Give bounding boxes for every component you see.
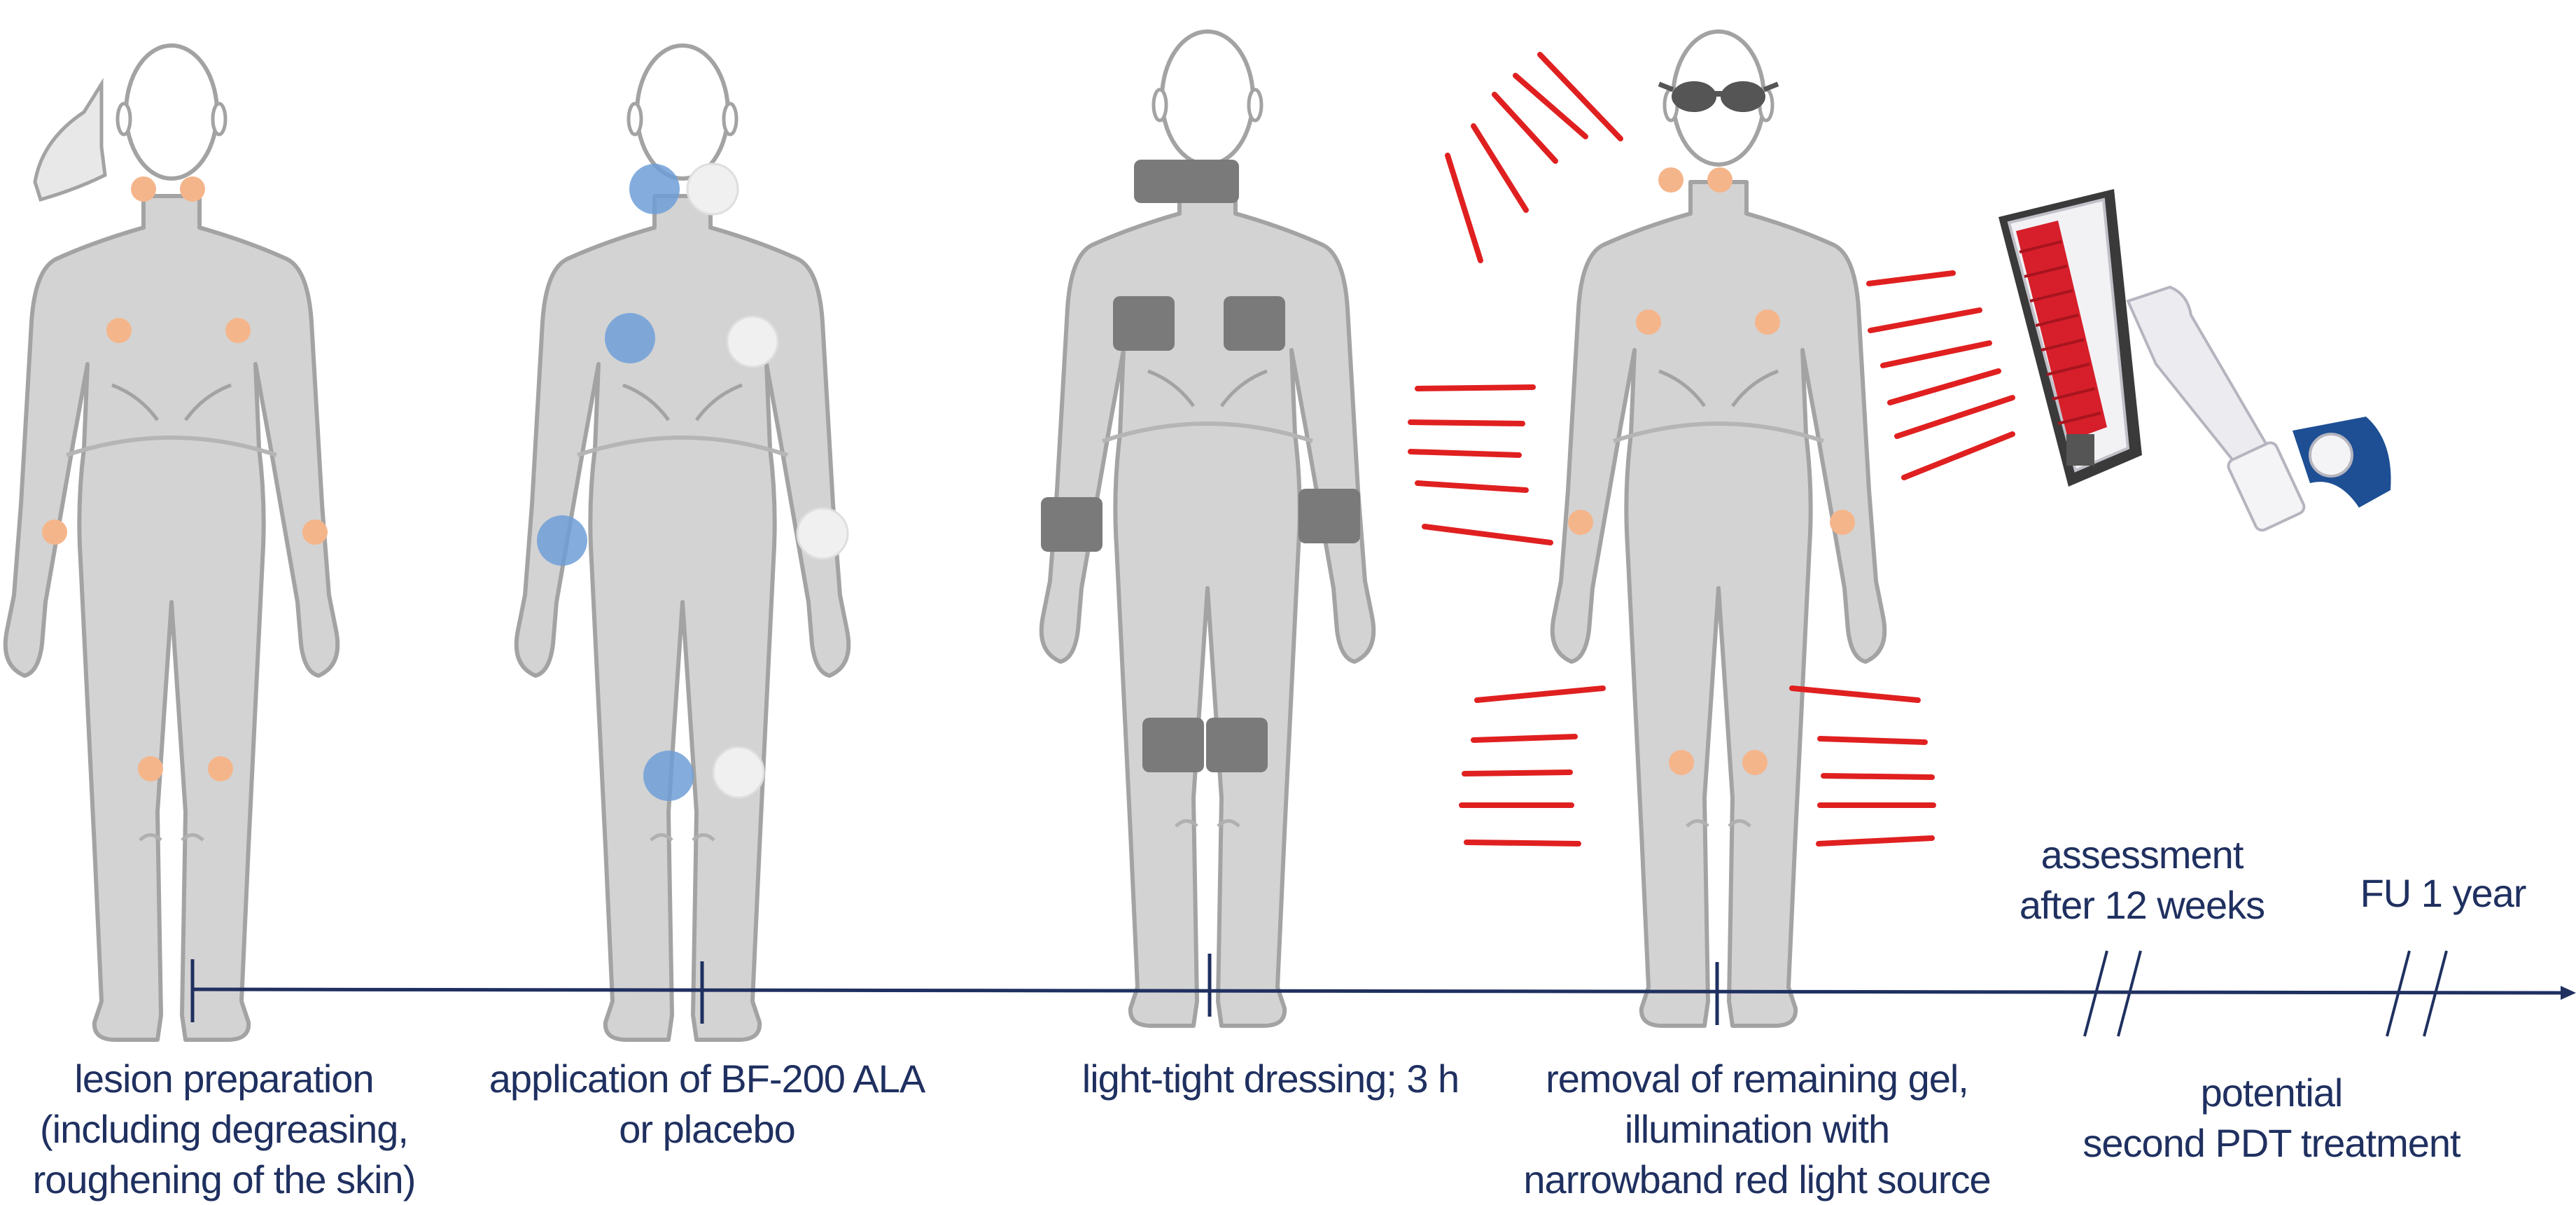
- step-dressing-label: light-tight dressing; 3 h: [1026, 1054, 1516, 1104]
- timeline: [192, 951, 2576, 1036]
- figure-drug-application: [517, 46, 848, 1040]
- step-lesion-preparation-label: lesion preparation(including degreasing,…: [14, 1054, 434, 1205]
- figure-illumination: [1553, 32, 1884, 1026]
- figure-light-tight-dressing: [1041, 32, 1373, 1026]
- followup-label: FU 1 year: [2345, 868, 2541, 919]
- figure-lesion-preparation: [6, 46, 337, 1040]
- applicator-icon: [35, 84, 105, 200]
- red-light-lamp-icon: [1998, 189, 2391, 532]
- step-illumination-label: removal of remaining gel,illumination wi…: [1498, 1054, 2016, 1205]
